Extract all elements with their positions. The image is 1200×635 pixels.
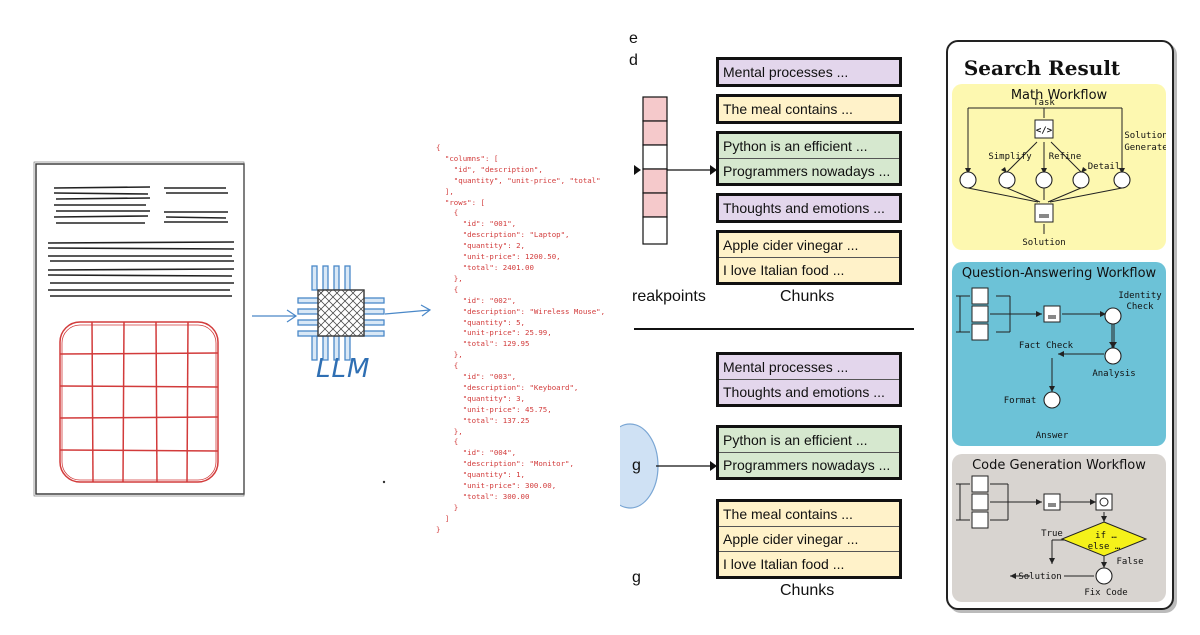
chunk-box: Mental processes ... Thoughts and emotion… <box>716 352 902 407</box>
chunk-box: Thoughts and emotions ... <box>716 193 902 223</box>
doc-icon-1 <box>971 287 989 305</box>
breakpoints-label: reakpoints <box>632 288 706 305</box>
ensemble-icon <box>1043 493 1061 511</box>
table-sketch <box>59 321 219 483</box>
svg-text:Solution: Solution <box>1022 238 1065 248</box>
gear-icon <box>1095 493 1113 511</box>
svg-text:Simplify: Simplify <box>988 152 1032 162</box>
code-icon <box>1034 119 1054 139</box>
chunk-row: I love Italian food ... <box>719 257 899 282</box>
math-node-1 <box>959 171 977 189</box>
analysis-node <box>1104 347 1122 365</box>
chunk-box: Apple cider vinegar ... I love Italian fo… <box>716 230 902 285</box>
math-node-3 <box>1035 171 1053 189</box>
svg-text:Check: Check <box>1126 302 1154 312</box>
svg-text:False: False <box>1116 557 1143 567</box>
chunk-row: The meal contains ... <box>723 506 853 522</box>
chunk-row: Thoughts and emotions ... <box>723 200 885 216</box>
doc-icon-3 <box>971 323 989 341</box>
arrow-to-json <box>384 304 432 317</box>
math-workflow: </> Task Simplify Refine Detail Solution… <box>952 84 1166 250</box>
llm-chip-icon <box>297 265 385 361</box>
section-divider <box>634 328 914 330</box>
fix-code-node <box>1095 567 1113 585</box>
svg-text:Analysis: Analysis <box>1092 369 1135 379</box>
arrow-top <box>634 165 717 175</box>
chunk-box: Python is an efficient ... Programmers no… <box>716 425 902 480</box>
svg-text:else …: else … <box>1088 542 1121 552</box>
arrow-to-llm <box>252 309 298 323</box>
circle-label: g <box>632 457 641 474</box>
arrow-bottom <box>656 461 717 471</box>
qa-workflow: Identity Check Fact Check Analysis Forma… <box>952 262 1166 446</box>
chunking-diagram <box>620 96 717 509</box>
code-workflow-title: Code Generation Workflow <box>972 458 1146 473</box>
identity-node <box>1104 307 1122 325</box>
chunk-row: Thoughts and emotions ... <box>719 379 899 404</box>
math-workflow-graph: </> Task Simplify Refine Detail Solution… <box>959 98 1166 248</box>
chunk-row: Mental processes ... <box>723 64 849 80</box>
chunk-row: Apple cider vinegar ... <box>723 237 859 253</box>
code-doc-icon-2 <box>971 493 989 511</box>
svg-text:Fix Code: Fix Code <box>1084 588 1127 598</box>
breakpoint-column <box>642 96 668 245</box>
chunk-row: The meal contains ... <box>723 101 853 117</box>
svg-text:Fact Check: Fact Check <box>1019 341 1074 351</box>
svg-text:Identity: Identity <box>1118 291 1162 301</box>
chunk-box: Python is an efficient ... Programmers no… <box>716 131 902 186</box>
math-node-4 <box>1072 171 1090 189</box>
chunking-comparison-panel: e d reakpoints Chunks g g Chunks Mental … <box>620 0 940 630</box>
llm-label: LLM <box>316 354 371 384</box>
code-doc-icon-3 <box>971 511 989 529</box>
qa-workflow-graph: Identity Check Fact Check Analysis Forma… <box>956 287 1162 441</box>
chunks-label-top: Chunks <box>780 288 835 305</box>
search-result-title: Search Result <box>963 56 1121 80</box>
svg-text:if …: if … <box>1095 531 1117 541</box>
svg-text:Task: Task <box>1033 98 1055 108</box>
qa-workflow-title: Question-Answering Workflow <box>961 266 1157 281</box>
json-output: { "columns": [ "id", "description", "qua… <box>436 143 606 534</box>
svg-text:Generate: Generate <box>1124 143 1166 153</box>
chunk-box: The meal contains ... <box>716 94 902 124</box>
ensemble-icon <box>1034 203 1054 223</box>
code-workflow-graph: if … else … True False Solution Fix Code <box>956 475 1148 598</box>
chunk-row: Mental processes ... <box>723 359 849 375</box>
chunk-box: Mental processes ... <box>716 57 902 87</box>
condition-diamond <box>1060 521 1148 557</box>
chunks-label-bottom: Chunks <box>780 582 835 599</box>
math-node-5 <box>1113 171 1131 189</box>
left-label-bottom: g <box>632 569 641 586</box>
stray-dot <box>382 480 386 484</box>
math-node-2 <box>998 171 1016 189</box>
chunk-row: Programmers nowadays ... <box>719 452 899 477</box>
doc-icon-2 <box>971 305 989 323</box>
document-llm-sketch <box>33 161 432 497</box>
svg-text:Solution: Solution <box>1124 131 1166 141</box>
math-workflow-title: Math Workflow <box>1010 88 1108 103</box>
chunk-row: Apple cider vinegar ... <box>719 526 899 551</box>
document-sketch <box>33 161 245 497</box>
svg-text:Answer: Answer <box>1036 431 1069 441</box>
svg-text:Solution: Solution <box>1018 572 1061 582</box>
code-doc-icon-1 <box>971 475 989 493</box>
svg-text:Refine: Refine <box>1049 152 1082 162</box>
format-node <box>1043 391 1061 409</box>
left-label-second: d <box>629 52 638 69</box>
document-to-json-panel: LLM { "columns": [ "id", "description", … <box>33 143 606 534</box>
ensemble-icon <box>1043 305 1061 323</box>
svg-text:Detail: Detail <box>1088 162 1121 172</box>
search-result-panel: Search Result <box>946 40 1176 612</box>
svg-text:True: True <box>1041 529 1063 539</box>
left-label-top: e <box>629 30 638 47</box>
svg-text:</>: </> <box>1036 126 1053 136</box>
svg-text:Format: Format <box>1004 396 1037 406</box>
code-workflow: if … else … True False Solution Fix Code… <box>952 454 1166 602</box>
chunk-row: I love Italian food ... <box>719 551 899 576</box>
chunk-row: Python is an efficient ... <box>723 432 868 448</box>
chunk-row: Programmers nowadays ... <box>719 158 899 183</box>
chunk-row: Python is an efficient ... <box>723 138 868 154</box>
chunk-box: The meal contains ... Apple cider vinegar… <box>716 499 902 579</box>
